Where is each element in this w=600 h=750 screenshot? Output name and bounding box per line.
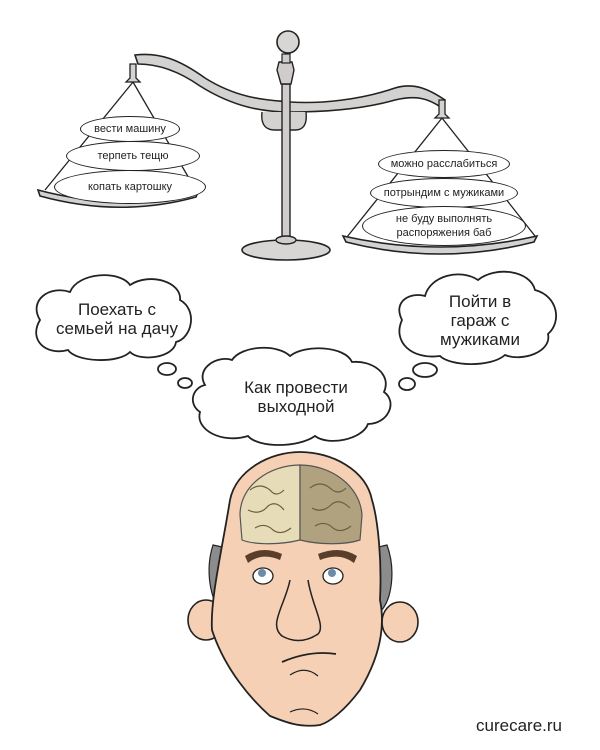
watermark: curecare.ru — [476, 716, 562, 735]
thought-cloud-right — [398, 270, 557, 391]
right-pan-item: потрындим с мужиками — [370, 178, 518, 208]
left-pan-item: терпеть тещю — [66, 141, 200, 171]
thought-cloud-left — [35, 274, 193, 389]
thought-right-text: Пойти в гараж с мужиками — [440, 292, 520, 349]
character-head — [187, 451, 419, 727]
left-pan-item: копать картошку — [54, 170, 206, 204]
right-pan-item: можно расслабиться — [378, 150, 510, 178]
thought-cloud-center — [191, 346, 392, 446]
left-pan-item: вести машину — [80, 116, 180, 142]
thought-left-text: Поехать с семьей на дачу — [55, 300, 179, 338]
thought-center-text: Как провести выходной — [244, 378, 348, 416]
right-pan-item: не буду выполнять распоряжения баб — [362, 206, 526, 246]
